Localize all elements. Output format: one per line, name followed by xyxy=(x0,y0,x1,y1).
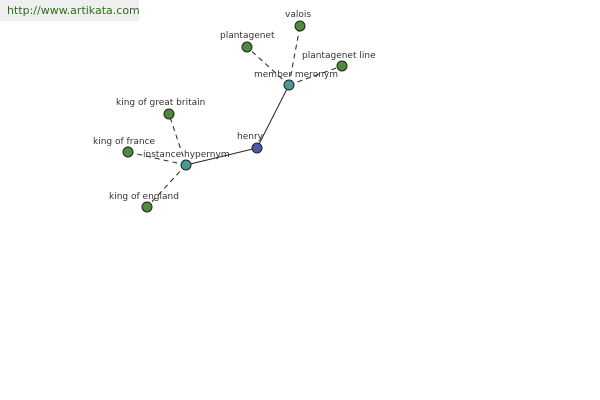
node-instance-hypernym[interactable]: instance hypernym xyxy=(143,150,230,171)
node-marker-plantagenet-line[interactable] xyxy=(336,60,348,72)
node-label-king-of-france: king of france xyxy=(93,137,156,147)
node-marker-instance-hypernym[interactable] xyxy=(180,159,192,171)
edge-henry-instance-hypernym xyxy=(185,147,258,166)
edge-member-meronym-valois xyxy=(288,25,301,86)
node-label-king-of-england: king of england xyxy=(109,192,179,202)
node-label-member-meronym: member meronym xyxy=(254,70,338,80)
edge-member-meronym-plantagenet xyxy=(246,46,290,86)
source-url-banner: http://www.artikata.com xyxy=(0,0,140,21)
node-marker-king-of-france[interactable] xyxy=(122,146,134,158)
node-king-of-england[interactable]: king of england xyxy=(109,192,179,213)
graph-edges xyxy=(127,25,343,208)
node-label-valois: valois xyxy=(285,10,311,20)
node-marker-king-of-great-britain[interactable] xyxy=(163,108,175,120)
node-label-king-of-great-britain: king of great britain xyxy=(116,98,205,108)
node-plantagenet-line[interactable]: plantagenet line xyxy=(302,51,376,72)
node-label-plantagenet: plantagenet xyxy=(220,31,275,41)
node-marker-member-meronym[interactable] xyxy=(283,79,295,91)
node-valois[interactable]: valois xyxy=(285,10,311,32)
node-label-plantagenet-line: plantagenet line xyxy=(302,51,376,61)
node-marker-plantagenet[interactable] xyxy=(241,41,253,53)
node-king-of-great-britain[interactable]: king of great britain xyxy=(116,98,205,120)
node-king-of-france[interactable]: king of france xyxy=(93,137,156,158)
node-label-henry: henry xyxy=(237,132,264,142)
node-plantagenet[interactable]: plantagenet xyxy=(220,31,275,53)
edge-henry-member-meronym xyxy=(256,84,290,149)
edge-instance-hypernym-king-of-england xyxy=(146,164,187,208)
graph-nodes: henry member meronym instance hypernym valo… xyxy=(93,10,376,213)
node-henry[interactable]: henry xyxy=(237,132,264,154)
node-marker-henry[interactable] xyxy=(251,142,263,154)
node-marker-king-of-england[interactable] xyxy=(141,201,153,213)
edge-member-meronym-plantagenet-line xyxy=(288,65,343,86)
edge-instance-hypernym-king-of-france xyxy=(127,151,187,166)
node-member-meronym[interactable]: member meronym xyxy=(254,70,338,91)
node-marker-valois[interactable] xyxy=(294,20,306,32)
node-label-instance-hypernym: instance hypernym xyxy=(143,150,230,160)
